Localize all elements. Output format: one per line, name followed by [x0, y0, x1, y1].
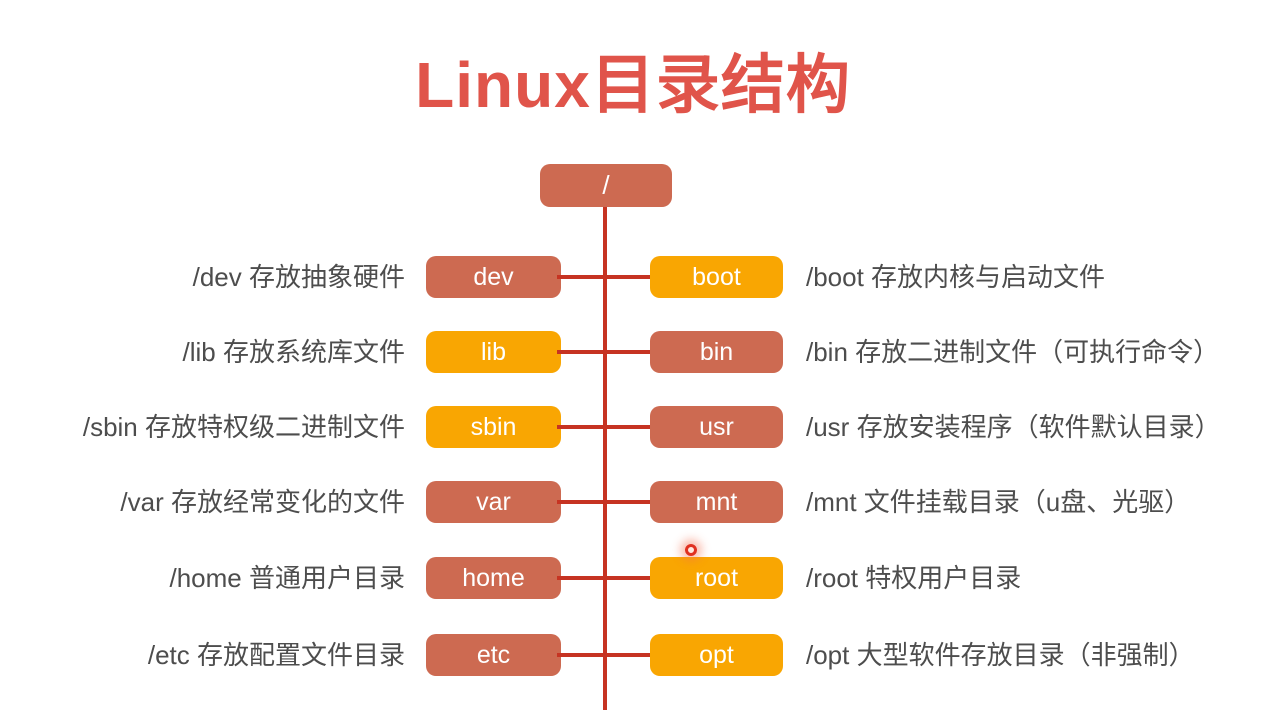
node-var-label: var: [476, 488, 511, 516]
node-sbin: sbin: [426, 406, 561, 448]
connector-line: [557, 350, 654, 354]
connector-line: [557, 576, 654, 580]
node-home-label: home: [462, 564, 525, 592]
description-sbin: /sbin 存放特权级二进制文件: [82, 412, 405, 442]
description-boot: /boot 存放内核与启动文件: [806, 262, 1106, 292]
description-etc: /etc 存放配置文件目录: [147, 640, 405, 670]
tree-row-lib-bin: /lib 存放系统库文件 lib bin /bin 存放二进制文件（可执行命令）: [0, 331, 1266, 373]
node-bin: bin: [650, 331, 783, 373]
description-lib: /lib 存放系统库文件: [182, 337, 405, 367]
description-var: /var 存放经常变化的文件: [120, 487, 405, 517]
description-bin: /bin 存放二进制文件（可执行命令）: [806, 337, 1220, 367]
tree-row-var-mnt: /var 存放经常变化的文件 var mnt /mnt 文件挂载目录（u盘、光驱…: [0, 481, 1266, 523]
node-lib-label: lib: [480, 338, 506, 366]
node-root: /: [540, 164, 672, 207]
node-dev: dev: [426, 256, 561, 298]
node-mnt-label: mnt: [695, 488, 738, 516]
node-mnt: mnt: [650, 481, 783, 523]
description-dev: /dev 存放抽象硬件: [192, 262, 405, 292]
node-home: home: [426, 557, 561, 599]
node-sbin-label: sbin: [470, 413, 517, 441]
node-lib: lib: [426, 331, 561, 373]
connector-line: [557, 425, 654, 429]
pointer-indicator-dot: [685, 544, 697, 556]
connector-line: [557, 275, 654, 279]
tree-row-home-root: /home 普通用户目录 home root /root 特权用户目录: [0, 557, 1266, 599]
node-var: var: [426, 481, 561, 523]
node-bin-label: bin: [699, 338, 734, 366]
node-root-dir-label: root: [694, 564, 739, 592]
node-root-dir: root: [650, 557, 783, 599]
node-etc: etc: [426, 634, 561, 676]
node-boot-label: boot: [692, 263, 741, 291]
description-usr: /usr 存放安装程序（软件默认目录）: [806, 412, 1221, 442]
tree-row-etc-opt: /etc 存放配置文件目录 etc opt /opt 大型软件存放目录（非强制）: [0, 634, 1266, 676]
connector-line: [557, 500, 654, 504]
node-etc-label: etc: [476, 641, 511, 669]
node-boot: boot: [650, 256, 783, 298]
description-home: /home 普通用户目录: [169, 563, 406, 593]
connector-line: [557, 653, 654, 657]
node-usr-label: usr: [699, 413, 734, 441]
description-opt: /opt 大型软件存放目录（非强制）: [806, 640, 1195, 670]
node-usr: usr: [650, 406, 783, 448]
tree-row-dev-boot: /dev 存放抽象硬件 dev boot /boot 存放内核与启动文件: [0, 256, 1266, 298]
node-opt-label: opt: [699, 641, 734, 669]
node-root-label: /: [602, 170, 610, 200]
node-opt: opt: [650, 634, 783, 676]
description-mnt: /mnt 文件挂载目录（u盘、光驱）: [806, 487, 1191, 517]
tree-trunk-line: [603, 206, 607, 710]
page-title: Linux目录结构: [415, 49, 851, 121]
tree-row-sbin-usr: /sbin 存放特权级二进制文件 sbin usr /usr 存放安装程序（软件…: [0, 406, 1266, 448]
node-dev-label: dev: [473, 263, 514, 291]
description-root: /root 特权用户目录: [806, 563, 1022, 593]
